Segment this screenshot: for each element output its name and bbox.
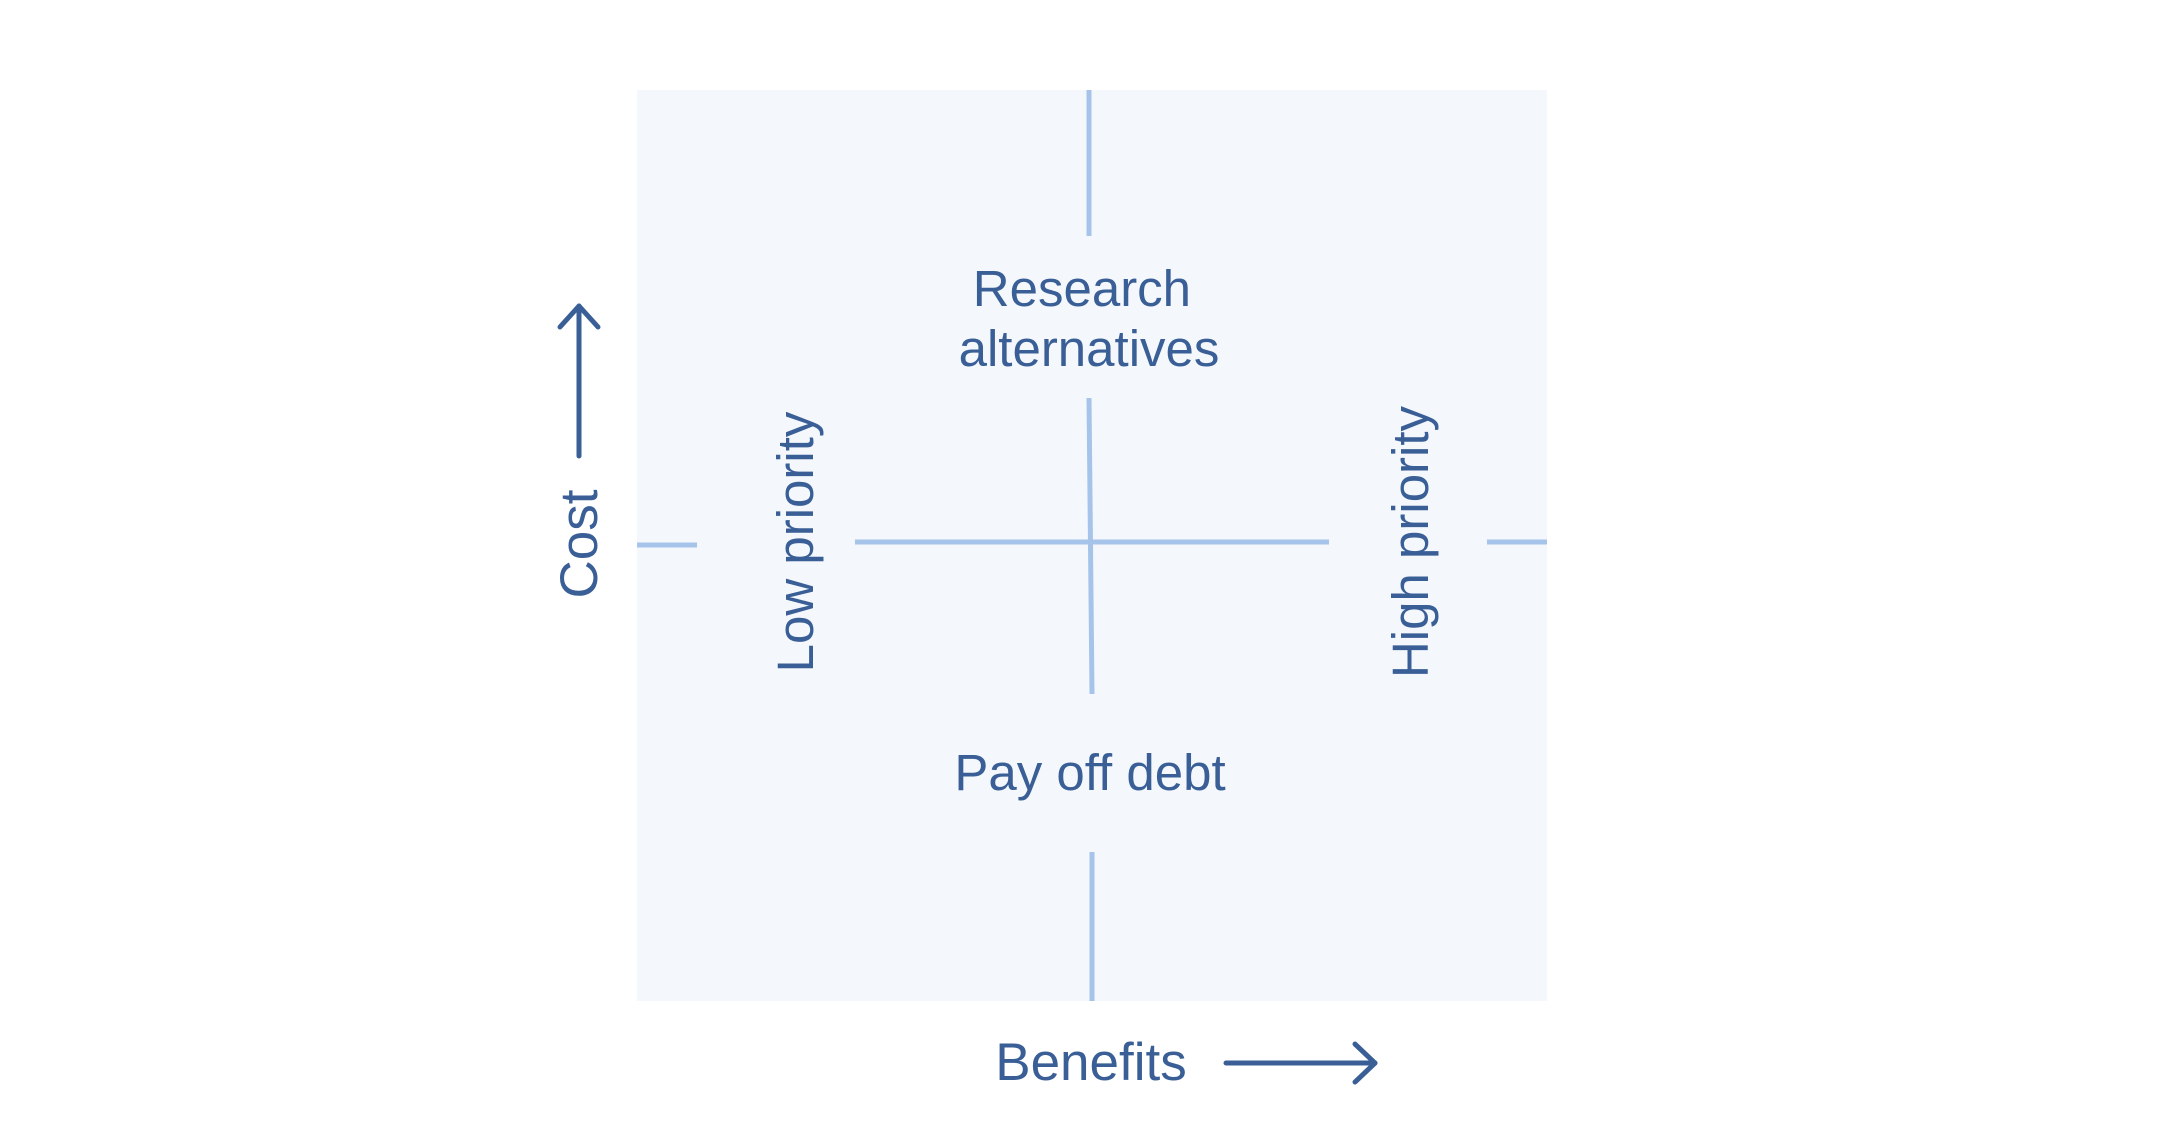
arrow-up-icon [557,303,601,459]
arrow-right-icon [1223,1041,1378,1085]
label-top-line-1: Research [973,260,1191,317]
label-bottom: Pay off debt [954,744,1225,801]
label-left: Low priority [767,411,824,672]
x-axis-label: Benefits [995,1033,1187,1092]
label-top-line-2: alternatives [959,320,1220,377]
y-axis-label: Cost [550,489,609,598]
label-top: Research alternatives [959,260,1220,377]
divider-center-vertical [1086,397,1095,695]
label-right: High priority [1382,405,1439,678]
